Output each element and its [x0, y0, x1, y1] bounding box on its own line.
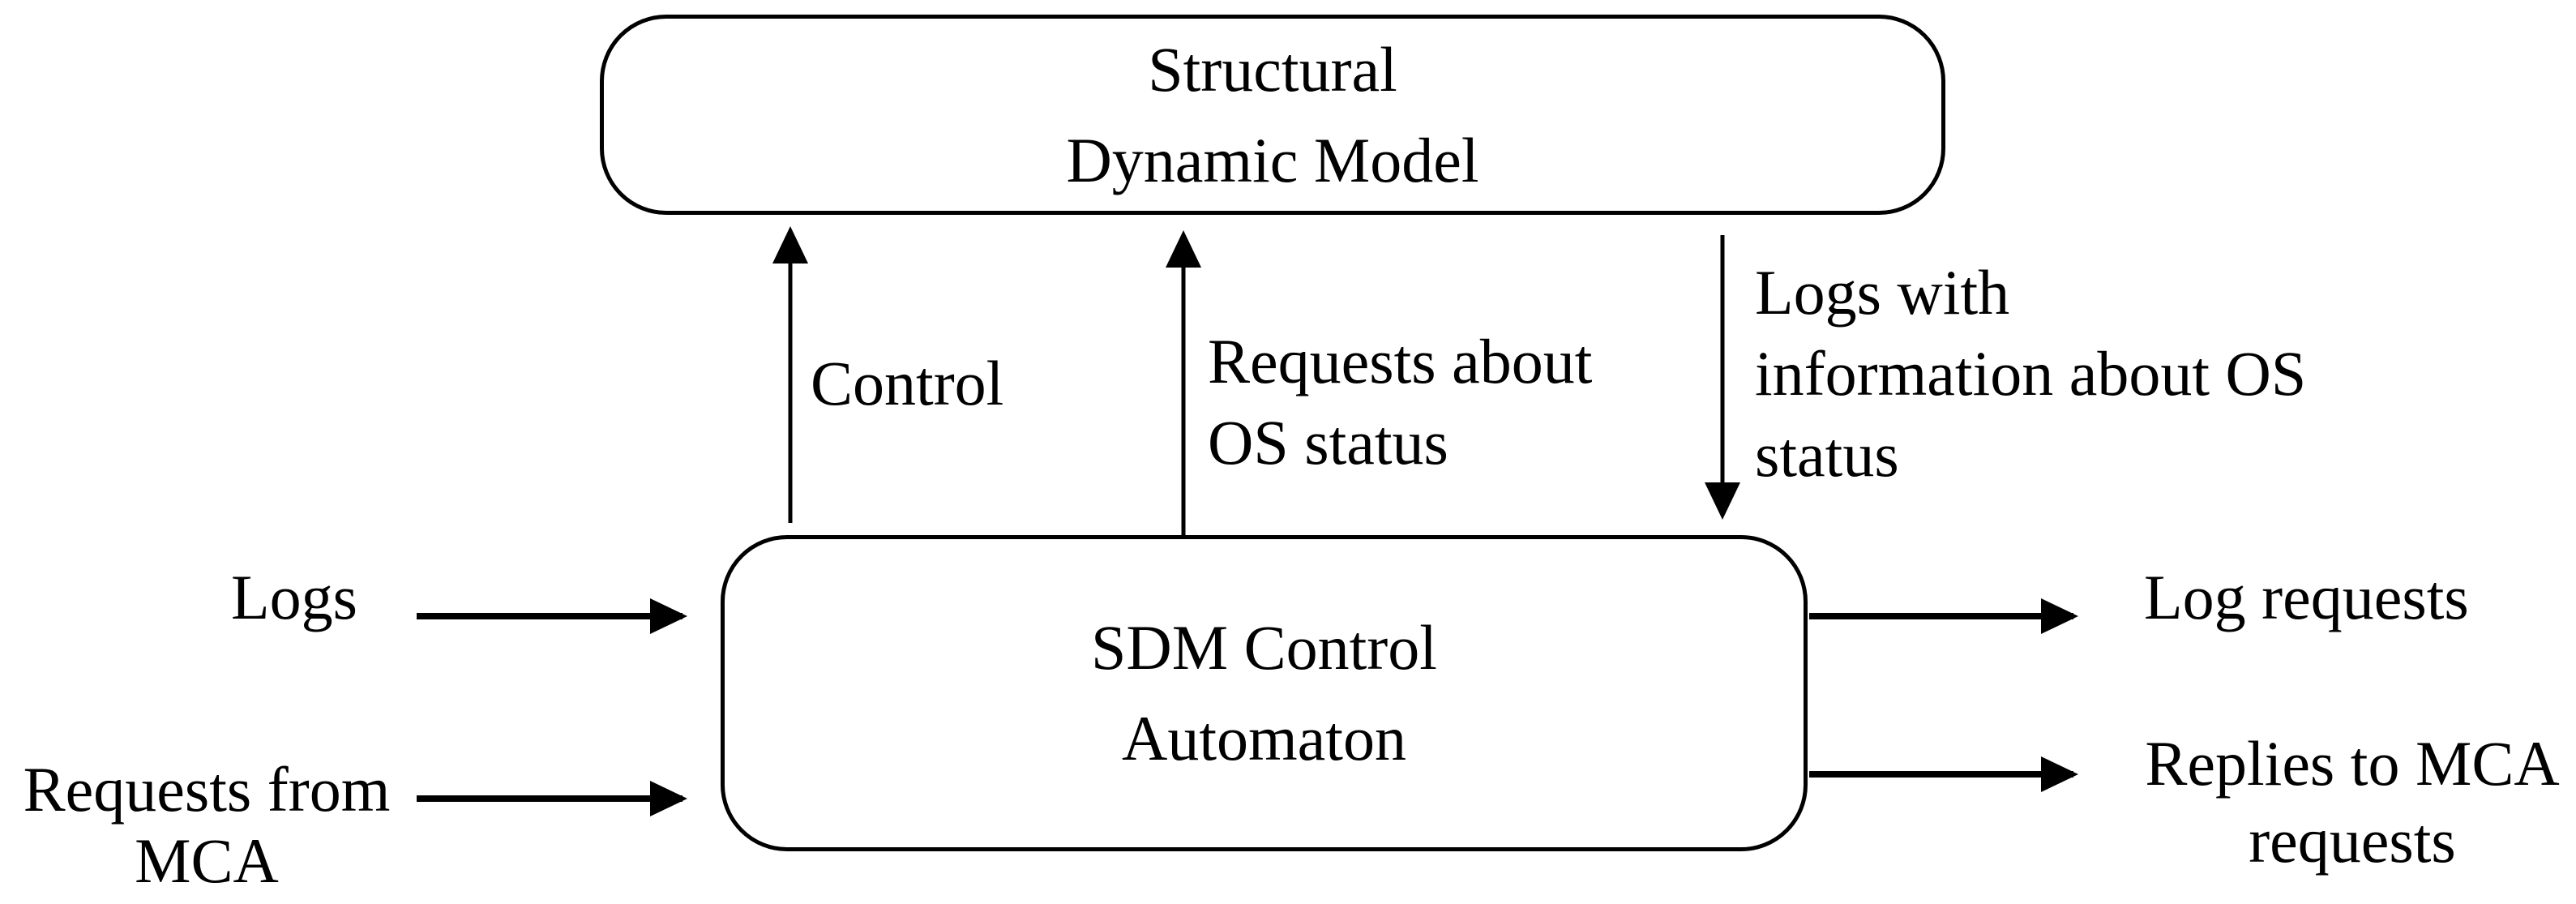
- edge-label-log-requests-out: Log requests: [2144, 559, 2469, 636]
- edge-label-logs-in: Logs: [231, 559, 357, 636]
- edge-label-line: requests: [2249, 805, 2456, 876]
- edge-label-line: Log requests: [2144, 562, 2469, 632]
- edge-label-requests-about-os-status: Requests about OS status: [1208, 321, 1592, 483]
- edge-label-line: MCA: [135, 825, 279, 896]
- edge-label-line: Requests about: [1208, 326, 1593, 396]
- edge-label-line: Control: [811, 348, 1004, 418]
- edge-label-logs-with-os-info: Logs with information about OS status: [1755, 252, 2306, 495]
- edge-label-line: status: [1755, 419, 1899, 490]
- edge-label-line: information about OS: [1755, 338, 2307, 409]
- node-structural-dynamic-model: Structural Dynamic Model: [600, 15, 1945, 215]
- node-label-line: Dynamic Model: [1066, 124, 1479, 195]
- edge-label-control: Control: [811, 345, 1003, 422]
- edge-label-line: Logs with: [1755, 257, 2010, 328]
- edge-label-line: Logs: [231, 562, 357, 632]
- node-label-line: Structural: [1148, 33, 1397, 105]
- node-label-line: Automaton: [1122, 703, 1406, 773]
- node-sdm-control-automaton: SDM Control Automaton: [721, 535, 1808, 851]
- edge-label-line: Replies to MCA: [2145, 728, 2560, 799]
- edge-label-line: Requests from: [23, 754, 391, 825]
- edge-label-line: OS status: [1208, 407, 1448, 478]
- node-label-line: SDM Control: [1091, 612, 1437, 683]
- edge-label-replies-to-mca-requests: Replies to MCA requests: [2130, 725, 2574, 879]
- edge-label-requests-from-mca: Requests from MCA: [8, 754, 405, 897]
